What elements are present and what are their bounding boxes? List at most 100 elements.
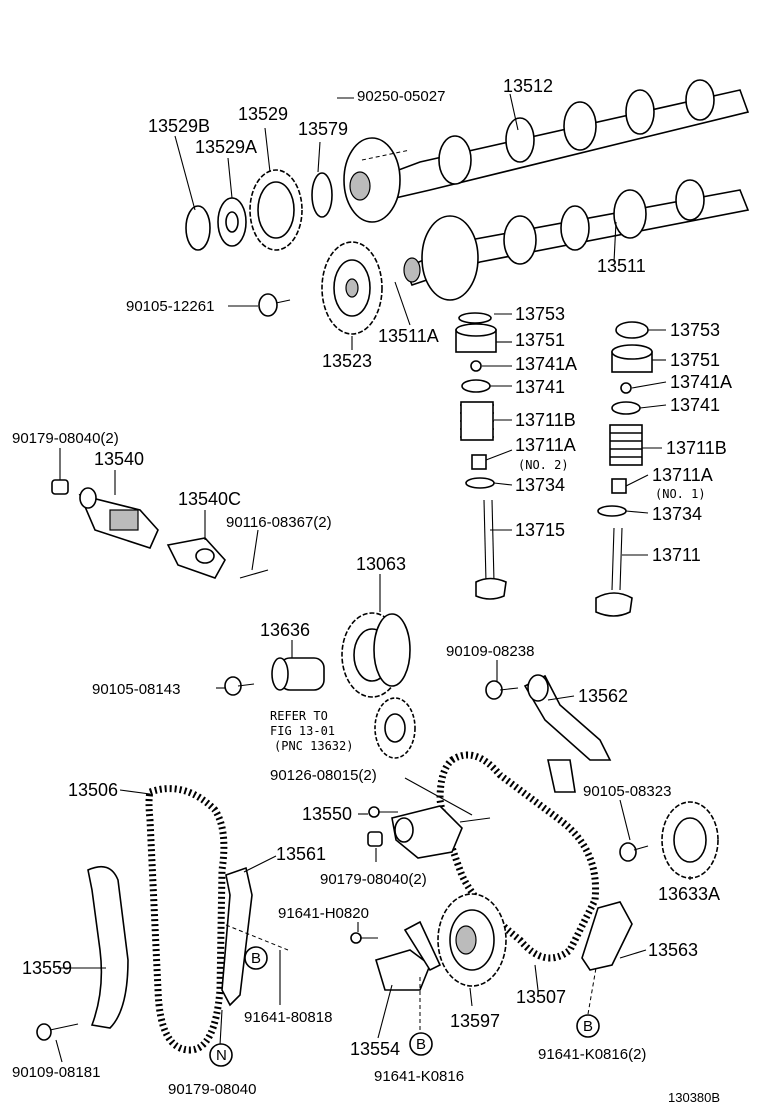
label-13563: 13563: [648, 940, 698, 960]
marker-b-circle-1: [244, 946, 268, 970]
chain-13506: [145, 785, 228, 1054]
gasket-13540C: [166, 537, 226, 579]
label-13711: 13711: [652, 545, 701, 565]
leader-lines: [55, 93, 691, 1063]
label-13636: 13636: [260, 620, 310, 640]
ring-13579: [311, 172, 333, 218]
label-no2: (NO. 2): [518, 458, 569, 472]
label-91641-H0820: 91641-H0820: [278, 905, 369, 922]
label-90109-08238: 90109-08238: [446, 643, 534, 660]
tensioner-13554: [375, 920, 442, 991]
guide-13559: [87, 865, 129, 1029]
label-91641-K0816-2: 91641-K0816(2): [538, 1046, 646, 1063]
label-13512: 13512: [503, 76, 553, 96]
shaft-13636: [271, 657, 325, 691]
nut-90179-08040-mid: [367, 831, 383, 847]
nut-90179-08040-top: [51, 479, 69, 495]
marker-n: N: [216, 1047, 227, 1064]
label-91641-80818: 91641-80818: [244, 1009, 332, 1026]
refer-line-3: (PNC 13632): [274, 739, 353, 753]
label-13711A-left: 13711A: [515, 435, 576, 455]
label-90105-08323: 90105-08323: [583, 783, 671, 800]
camshaft-upper: [343, 79, 750, 223]
guide-13563: [581, 901, 633, 971]
label-90126-08015: 90126-08015(2): [270, 767, 377, 784]
label-no1: (NO. 1): [655, 487, 706, 501]
label-13741-right: 13741: [670, 395, 720, 415]
bolt-90109-08181: [36, 1023, 79, 1041]
arm-13562: [523, 674, 612, 793]
label-90105-08143: 90105-08143: [92, 681, 180, 698]
camshaft-lower: [403, 179, 750, 301]
bolt-13550: [368, 806, 398, 818]
label-13741A-right: 13741A: [670, 372, 732, 392]
label-90179-08040-2-top: 90179-08040(2): [12, 430, 119, 447]
label-91641-K0816: 91641-K0816: [374, 1068, 464, 1085]
valve-stack-no1: [595, 321, 653, 617]
label-13734-left: 13734: [515, 475, 565, 495]
label-13529B: 13529B: [148, 116, 210, 136]
tensioner-13550: [391, 805, 491, 859]
label-13507: 13507: [516, 987, 566, 1007]
label-13562: 13562: [578, 686, 628, 706]
label-90109-08181: 90109-08181: [12, 1064, 100, 1081]
figure-number: 130380B: [668, 1090, 720, 1105]
label-13511: 13511: [597, 256, 646, 276]
marker-b-2: B: [416, 1036, 426, 1053]
label-90179-08040: 90179-08040: [168, 1081, 256, 1098]
refer-line-1: REFER TO: [270, 709, 328, 723]
marker-b-circle-3: [576, 1014, 600, 1038]
label-13511A: 13511A: [378, 326, 439, 346]
label-13597: 13597: [450, 1011, 500, 1031]
label-13741A-left: 13741A: [515, 354, 577, 374]
label-90105-12261: 90105-12261: [126, 298, 214, 315]
stud-90116-08367: [239, 569, 269, 579]
label-13711B-left: 13711B: [515, 410, 576, 430]
solenoid-13540: [78, 487, 159, 549]
label-13741-left: 13741: [515, 377, 565, 397]
sprocket-13523: [321, 241, 383, 335]
gear-13063: [341, 612, 411, 698]
label-13633A: 13633A: [658, 884, 720, 904]
label-13550: 13550: [302, 804, 352, 824]
label-13753-right: 13753: [670, 320, 720, 340]
marker-n-circle: [209, 1043, 233, 1067]
sprocket-13597: [437, 893, 507, 987]
cam-gear-13529: [249, 169, 303, 251]
bolt-90105-08323: [619, 842, 649, 862]
snap-ring-13529B: [185, 205, 211, 251]
bolt-90105-12261: [258, 293, 291, 317]
marker-b-3: B: [583, 1018, 593, 1035]
sprocket-13633A: [661, 801, 719, 879]
label-13063: 13063: [356, 554, 406, 574]
marker-b-circle-2: [409, 1032, 433, 1056]
label-90179-08040-2-mid: 90179-08040(2): [320, 871, 427, 888]
label-13523: 13523: [322, 351, 372, 371]
label-13559: 13559: [22, 958, 72, 978]
label-13711A-right: 13711A: [652, 465, 713, 485]
label-13554: 13554: [350, 1039, 400, 1059]
bolt-90109-08238: [485, 680, 519, 700]
label-13734-right: 13734: [652, 504, 702, 524]
label-13529: 13529: [238, 104, 288, 124]
chain-13507: [436, 751, 600, 962]
label-13715: 13715: [515, 520, 565, 540]
refer-line-2: FIG 13-01: [270, 724, 335, 738]
label-13529A: 13529A: [195, 137, 257, 157]
label-90250-05027: 90250-05027: [357, 88, 445, 105]
part-labels: 13512 90250-05027 13529B 13529 13529A 13…: [12, 76, 732, 1105]
guide-13561: [221, 866, 253, 1007]
label-13711B-right: 13711B: [666, 438, 727, 458]
label-13540: 13540: [94, 449, 144, 469]
valve-stack-no2: [455, 312, 507, 600]
label-13540C: 13540C: [178, 489, 241, 509]
marker-b-1: B: [251, 950, 261, 967]
label-13753-left: 13753: [515, 304, 565, 324]
washer-13529A: [217, 197, 247, 247]
label-13751-right: 13751: [670, 350, 720, 370]
bolt-91641-H0820: [350, 932, 378, 944]
label-13506: 13506: [68, 780, 118, 800]
label-90116-08367: 90116-08367(2): [226, 514, 332, 531]
